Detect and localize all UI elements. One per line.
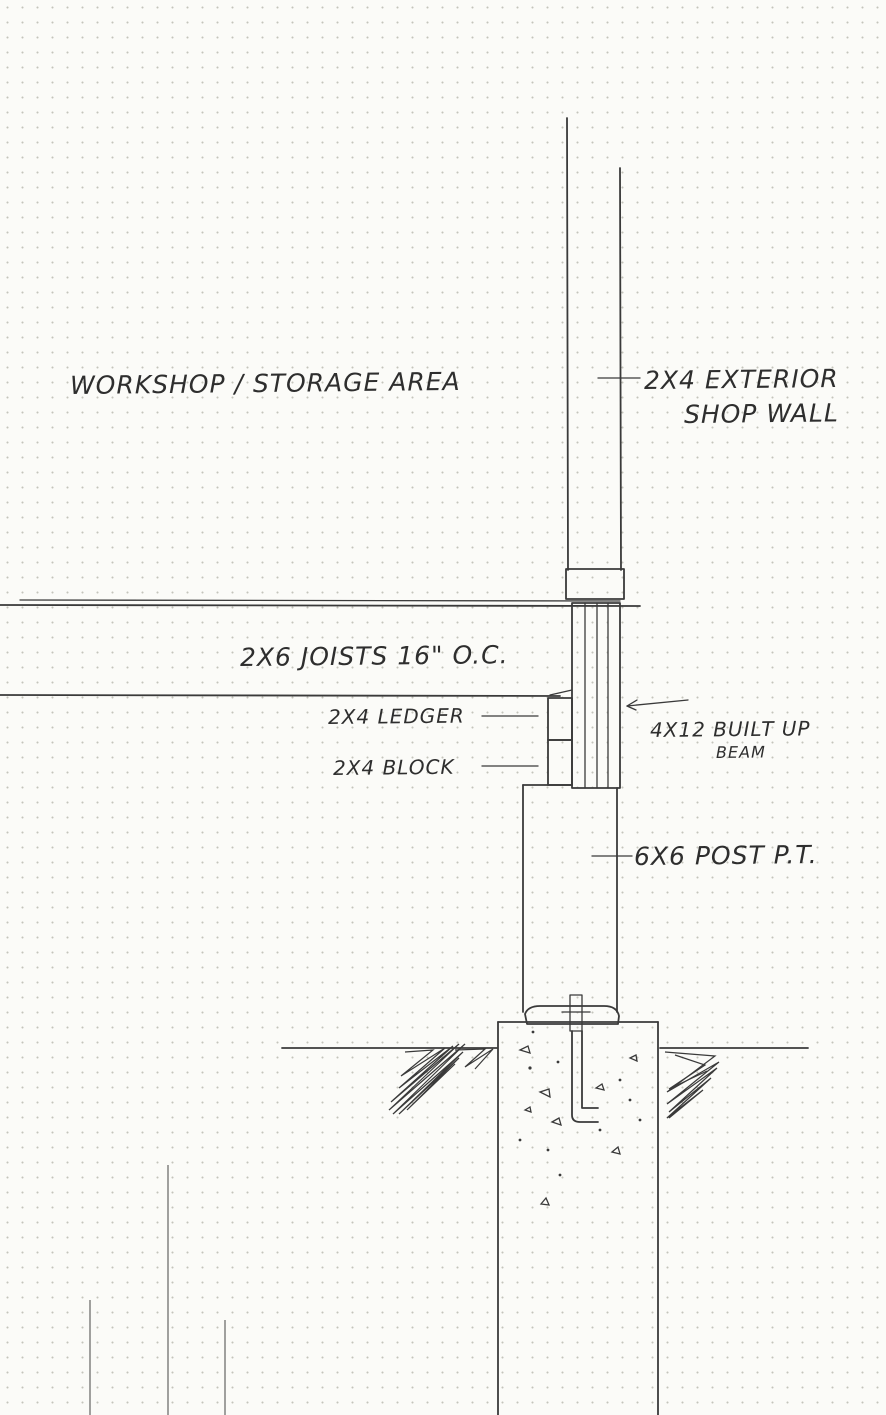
faint-column-lines xyxy=(89,1165,226,1415)
beam-label-line2: BEAM xyxy=(715,742,766,762)
ledger-and-block xyxy=(547,697,573,786)
concrete-pier xyxy=(497,1021,659,1415)
area-label: WORKSHOP / STORAGE AREA xyxy=(69,366,461,400)
floor-joist-lines xyxy=(0,599,641,697)
joists-label: 2X6 JOISTS 16" O.C. xyxy=(239,640,509,672)
wall-label-line2: SHOP WALL xyxy=(683,398,839,429)
post-base-anchor xyxy=(524,994,620,1123)
soil-hatch-right xyxy=(664,1051,720,1119)
wall-label-line1: 2X4 EXTERIOR xyxy=(643,363,839,395)
beam-label-line1: 4X12 BUILT UP xyxy=(649,716,811,742)
post-label: 6X6 POST P.T. xyxy=(633,840,818,871)
leader-lines xyxy=(481,377,689,857)
soil-hatch-left xyxy=(388,1043,494,1115)
built-up-beam xyxy=(571,602,621,789)
exterior-shop-wall xyxy=(565,117,625,600)
block-label: 2X4 BLOCK xyxy=(332,754,455,780)
ledger-label: 2X4 LEDGER xyxy=(327,703,465,729)
post-6x6 xyxy=(522,784,618,1013)
